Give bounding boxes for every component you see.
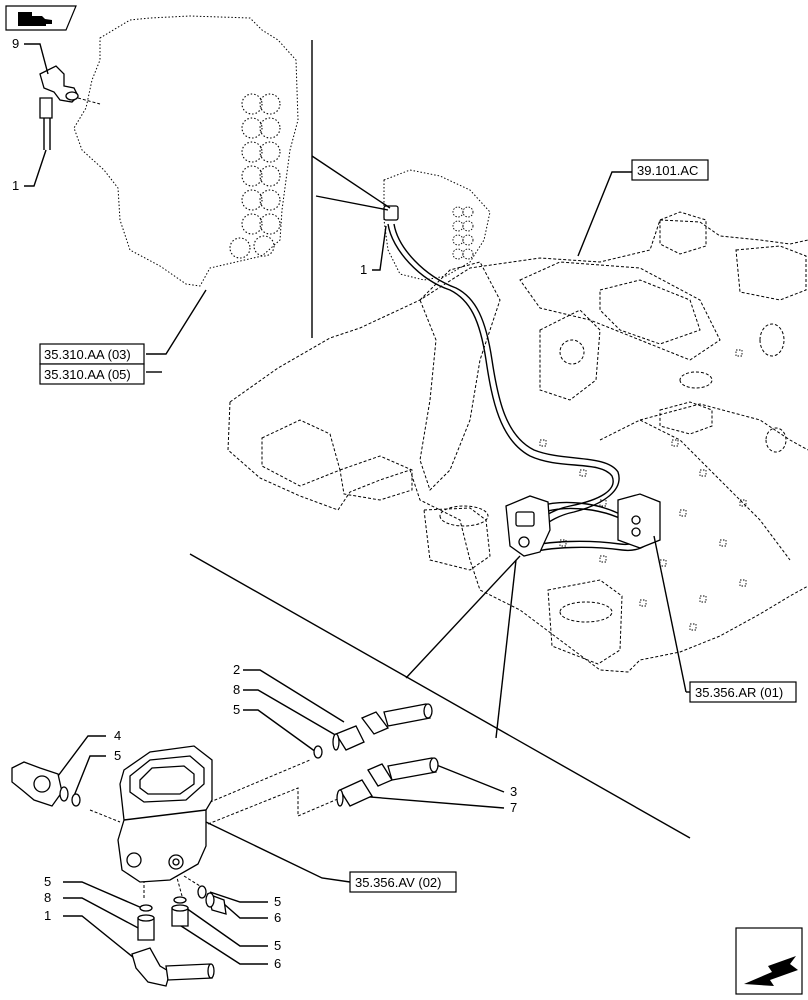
callout-4: 4 [114,728,121,743]
upper-frame-outline [227,169,808,673]
hose-3 [367,757,439,787]
callout-5-left: 5 [114,748,121,763]
svg-text:35.310.AA (05): 35.310.AA (05) [44,367,131,382]
reference-35-356-av-02[interactable]: 35.356.AV (02) [349,871,457,893]
plug-6-right [205,892,227,915]
elbow-fitting-9 [39,65,101,105]
callout-5-bottom-center: 5 [274,938,281,953]
callout-7: 7 [510,800,517,815]
reference-35-310-aa-03[interactable]: 35.310.AA (03) [39,343,145,365]
svg-text:35.310.AA (03): 35.310.AA (03) [44,347,131,362]
svg-text:39.101.AC: 39.101.AC [637,163,698,178]
reference-39-101-ac[interactable]: 39.101.AC [631,159,709,181]
pilot-valve-upper [505,495,551,557]
fitting-4 [11,761,69,807]
callout-1-bottom: 1 [44,908,51,923]
callout-8-upper: 8 [233,682,240,697]
callout-5-upper: 5 [233,702,240,717]
svg-text:35.356.AV (02): 35.356.AV (02) [355,875,441,890]
o-ring-5-left [71,793,81,807]
o-ring-5-upper [313,745,323,759]
o-ring-5-bottom-left [139,904,153,912]
reference-35-356-ar-01[interactable]: 35.356.AR (01) [689,681,797,703]
pilot-valve-body [117,745,213,883]
hydraulic-hand-icon [5,5,77,31]
leader-lines [24,40,691,967]
hose-1-top-left [39,97,53,150]
callout-1-upper: 1 [360,262,367,277]
valve-block-right [617,493,661,549]
fitting-7 [336,779,373,807]
o-ring-5-right [197,885,207,899]
hose-1-bottom [131,947,215,987]
callout-1-top-left: 1 [12,178,19,193]
o-ring-5-bottom-center [173,896,187,904]
callout-5-bottom-left: 5 [44,874,51,889]
callout-9: 9 [12,36,19,51]
callout-2: 2 [233,662,240,677]
callout-5-right: 5 [274,894,281,909]
control-valve-outline [73,15,299,287]
callout-6-bottom-center: 6 [274,956,281,971]
hose-2 [360,703,433,735]
svg-text:35.356.AR (01): 35.356.AR (01) [695,685,783,700]
callout-3: 3 [510,784,517,799]
previous-page-arrow-icon[interactable] [735,927,803,995]
callout-6-right: 6 [274,910,281,925]
callout-8-bottom: 8 [44,890,51,905]
reference-35-310-aa-05[interactable]: 35.310.AA (05) [39,363,145,385]
plug-6-bottom-center [171,904,189,927]
fitting-8-bottom [137,914,155,941]
fitting-8-upper [332,725,365,751]
callout-numbers: 9 1 1 2 8 5 4 5 3 7 5 8 1 5 6 5 6 [12,36,517,971]
assembly-guides [89,759,341,900]
